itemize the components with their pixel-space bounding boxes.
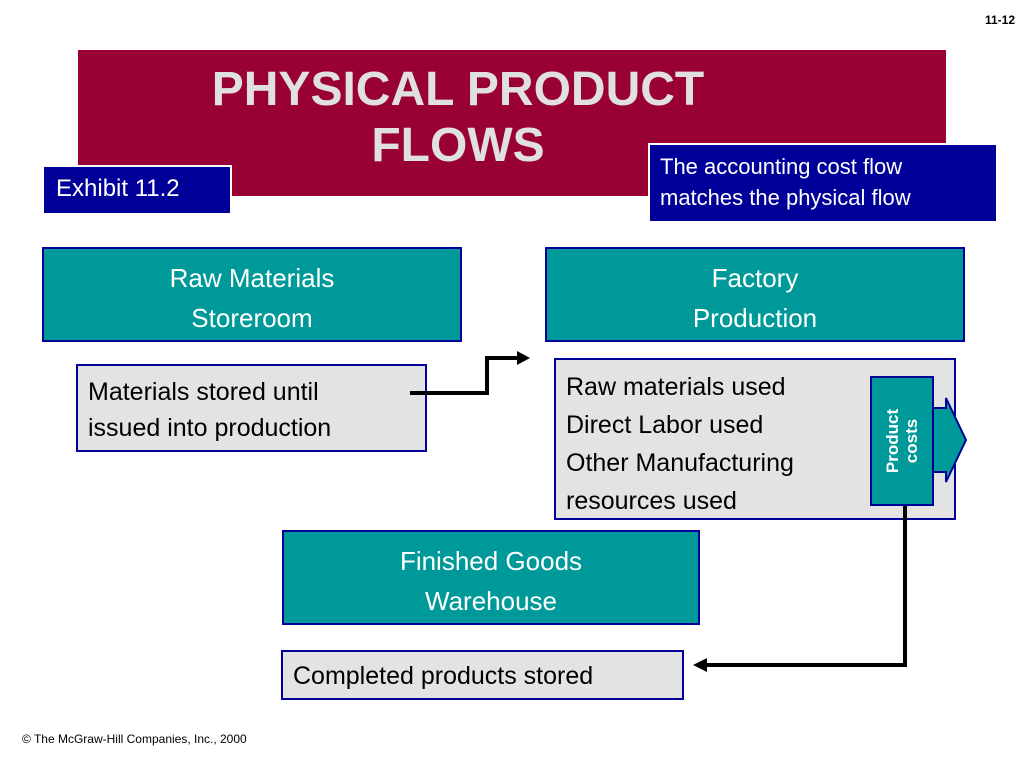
connector-materials-to-factory [410, 356, 520, 395]
raw-materials-storeroom-box: Raw Materials Storeroom [42, 247, 462, 342]
finished-goods-warehouse-box: Finished Goods Warehouse [282, 530, 700, 625]
completed-products-box: Completed products stored [281, 650, 684, 700]
materials-stored-box: Materials stored until issued into produ… [76, 364, 427, 452]
arrowhead-to-completed [693, 658, 707, 672]
product-costs-label: Product costs [883, 408, 922, 474]
slide-number: 11-12 [984, 13, 1015, 27]
connector-costs-to-completed [705, 505, 907, 667]
product-costs-label-wrap: Product costs [870, 376, 934, 506]
factory-production-box: Factory Production [545, 247, 965, 342]
arrowhead-to-factory [517, 351, 530, 365]
exhibit-label: Exhibit 11.2 [42, 165, 232, 215]
note-box: The accounting cost flow matches the phy… [648, 143, 998, 223]
product-costs-tab [870, 376, 934, 506]
page-title: PHYSICAL PRODUCT FLOWS [211, 63, 705, 172]
copyright-notice: © The McGraw-Hill Companies, Inc., 2000 [22, 732, 247, 746]
product-costs-arrow [931, 397, 968, 483]
